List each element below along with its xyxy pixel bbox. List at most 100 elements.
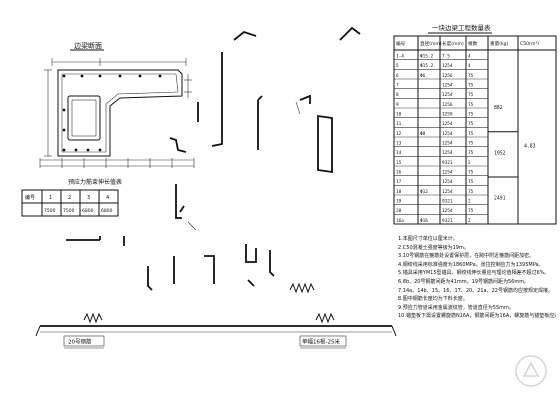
- quantity-cell: 1259: [442, 111, 453, 117]
- quantity-cell: 75: [468, 189, 474, 195]
- quantity-cell: 11: [396, 121, 402, 127]
- quantity-cell: 5: [396, 63, 399, 69]
- quantity-cell: 9: [396, 102, 399, 108]
- bottom-bar-hook-right: [391, 325, 397, 337]
- table-value-cell: 7500: [63, 208, 75, 214]
- quantity-cell: 18: [396, 189, 402, 195]
- leader-line: [295, 101, 301, 115]
- bent-bar-top-left: [233, 30, 257, 41]
- quantity-cell: 1256: [442, 73, 453, 79]
- closed-stirrup: [317, 114, 333, 174]
- quantity-header-cell: 重量(kg): [490, 40, 509, 47]
- beam-outline: [57, 69, 183, 157]
- horizontal-bar-1: [66, 236, 101, 241]
- quantity-cell: 16: [396, 169, 402, 175]
- quantity-cell: 2: [468, 160, 471, 166]
- section-title: 边梁断面: [74, 41, 102, 50]
- quantity-cell: 75: [468, 131, 474, 137]
- leader-line: [187, 221, 197, 231]
- bar-hook: [179, 205, 185, 213]
- spiral-bar-1: [289, 282, 315, 294]
- quantity-cell: 13: [396, 140, 402, 146]
- table-header-cell: 3: [87, 195, 90, 201]
- quantity-cell: Φ15.2: [420, 53, 434, 59]
- quantity-cell: 1254: [442, 140, 453, 146]
- bottom-labels: 20号钢筋 单幅16根-25米: [63, 335, 347, 349]
- vertical-bar-2: [175, 184, 182, 219]
- quantity-cell: 1254: [442, 208, 453, 214]
- bent-bar-top-right: [339, 26, 361, 41]
- l-bar-3: [269, 250, 275, 277]
- table-value-cell: 6800: [82, 208, 94, 214]
- quantity-cell: 1256: [442, 102, 453, 108]
- table-value-cell: 7500: [44, 208, 56, 214]
- quantity-cell: 7: [396, 82, 399, 88]
- quantity-cell: 1254: [442, 150, 453, 156]
- quantity-cell: 2: [468, 198, 471, 204]
- quantity-cell: 6: [396, 73, 399, 79]
- quantity-cell: 1254: [442, 63, 453, 69]
- quantity-cell: 1254: [442, 189, 453, 195]
- quantity-cell: 17: [396, 179, 402, 185]
- quantity-cell: 1254: [442, 131, 453, 137]
- quantity-cell: 9321: [442, 160, 453, 166]
- quantity-cell: 1254: [442, 121, 453, 127]
- u-bar: [245, 244, 257, 263]
- spiral-bar-2: [83, 312, 103, 324]
- note-line: 8.图中钢筋长度均为下料长度。: [398, 296, 468, 303]
- stirrup-1: [257, 95, 263, 150]
- logo-icon: [515, 355, 547, 387]
- merged-quantity-cell: 4.83: [524, 143, 536, 149]
- note-line: 2.C50混凝土强度等级为19m。: [398, 244, 469, 251]
- bent-bar-mid: [169, 137, 187, 153]
- quantity-cell: 75: [468, 73, 474, 79]
- l-bar-1: [147, 266, 153, 291]
- l-bar-2: [204, 255, 215, 284]
- drawing-title-left: 20号钢筋: [68, 338, 92, 346]
- quantity-header-cell: C50(m³): [520, 41, 539, 47]
- hollow-core: [67, 95, 101, 141]
- table-header-cell: 编号: [25, 194, 35, 201]
- note-line: 3.10号钢筋在箍筋处设置保护层，在跨中附近箍筋间距加密。: [398, 253, 535, 260]
- quantity-cell: 1254: [442, 92, 453, 98]
- quantity-cell: 75: [468, 208, 474, 214]
- elongation-table: 预应力筋束伸长值表 编号 1 2 3 4 7500 7500 6800 6800: [21, 178, 122, 217]
- quantity-header-cell: 编号: [396, 40, 406, 47]
- bottom-dimension-ticks: [39, 158, 195, 168]
- spiral-bar-3: [315, 312, 335, 324]
- quantity-cell: 75: [468, 140, 474, 146]
- quantity-cell: 1-4: [396, 53, 404, 59]
- quantity-cell: 4: [468, 63, 471, 69]
- quantity-header-cell: 直径(mm): [420, 40, 442, 47]
- bottom-bar-hook-left: [35, 325, 41, 337]
- rebar-details: [35, 26, 397, 337]
- merged-quantity-cell: 882: [494, 105, 503, 111]
- quantity-cell: 15: [396, 160, 402, 166]
- quantity-cell: 75: [468, 111, 474, 117]
- vertical-bar-1: [211, 52, 223, 147]
- table-header-cell: 4: [106, 195, 109, 201]
- quantity-cell: Φ16: [420, 218, 428, 224]
- note-line: 9.预应力管道采用金属波纹管，管道直径为55mm。: [398, 304, 514, 311]
- note-line: 7.14a、14b、15、16、17、20、21a、22号钢筋均应按规定焊接。: [398, 287, 553, 294]
- quantity-cell: 75: [468, 169, 474, 175]
- quantity-cell: 16a: [396, 218, 404, 224]
- tick-bar: [247, 279, 255, 287]
- quantity-cell: 75: [468, 102, 474, 108]
- label-box-left: [63, 335, 105, 347]
- note-line: 1.本图尺寸单位以厘米计。: [398, 236, 458, 242]
- note-line: 5.锚具采用YM15型锚具，钢绞线伸长量应与理论值相差不超过6%。: [398, 270, 550, 277]
- quantity-cell: 75: [468, 150, 474, 156]
- quantity-cell: 7.5: [442, 53, 450, 59]
- quantity-cell: Φ12: [420, 189, 428, 195]
- watermark-logo: [514, 354, 548, 392]
- inner-rebar-loop: [61, 73, 179, 153]
- note-line: 10.锚垫板下需设置螺旋筋N16A，钢筋间距为16A，螺旋筋与锚垫板应连接牢固。: [398, 313, 556, 320]
- quantity-cell: 19: [396, 198, 402, 204]
- quantity-cell: 10: [396, 111, 402, 117]
- table-value-cell: 6800: [101, 208, 113, 214]
- design-notes: 1.本图尺寸单位以厘米计。 2.C50混凝土强度等级为19m。 3.10号钢筋在…: [398, 235, 556, 321]
- quantity-cell: 2: [468, 218, 471, 224]
